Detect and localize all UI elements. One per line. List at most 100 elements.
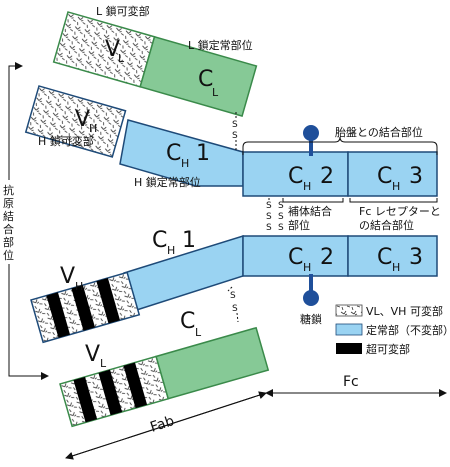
svg-text:H: H	[303, 180, 311, 193]
svg-text:C: C	[377, 164, 392, 189]
complement-binding-bracket	[282, 198, 344, 203]
svg-text:V: V	[75, 107, 90, 132]
fab-range: Fab	[65, 391, 267, 460]
ss-bond-lower-lh: S S	[227, 286, 239, 323]
lower-heavy-chain	[30, 271, 141, 344]
ss-bond-hinge-2: S S S	[278, 201, 284, 233]
sugar-chain-upper	[303, 125, 319, 156]
fc-receptor-bracket	[349, 198, 438, 203]
svg-text:H: H	[392, 261, 400, 274]
domain-label-upper-ch3: C H 3	[377, 164, 423, 193]
svg-text:H: H	[75, 280, 83, 293]
svg-text:S: S	[232, 131, 238, 141]
svg-text:L: L	[118, 52, 125, 65]
legend-item-hypervariable: 超可変部	[336, 342, 410, 356]
svg-text:1: 1	[196, 141, 210, 166]
disulfide-bonds: S S S S S S S S S S	[227, 112, 284, 323]
svg-text:H: H	[392, 180, 400, 193]
svg-text:S: S	[266, 212, 272, 222]
svg-text:S: S	[230, 291, 236, 301]
svg-text:C: C	[198, 67, 213, 92]
lower-vh-hypervariable-1	[46, 292, 71, 338]
antigen-binding-site-label: 抗原結合部位	[3, 183, 14, 262]
svg-text:2: 2	[320, 245, 334, 270]
upper-vh-region	[24, 85, 127, 158]
sugar-chain-label: 糖鎖	[300, 312, 322, 326]
lower-vh-hypervariable-2	[71, 285, 96, 331]
lower-vh-hypervariable-3	[96, 277, 121, 324]
svg-text:S: S	[266, 223, 272, 233]
placenta-binding-brace	[242, 136, 438, 155]
svg-text:V: V	[60, 264, 75, 289]
svg-text:定常部（不変部）: 定常部（不変部）	[366, 323, 450, 337]
upper-ch3-region	[347, 151, 438, 197]
domain-label-upper-vl: V L	[105, 37, 125, 65]
upper-cl-region	[139, 35, 258, 117]
svg-text:H: H	[89, 122, 97, 135]
complement-binding-label-1: 補体結合	[288, 204, 332, 218]
fc-receptor-binding-label-1: Fc レセプターと	[359, 205, 441, 218]
upper-fab-arm	[24, 11, 258, 187]
domain-label-lower-vl: V L	[85, 342, 107, 370]
lower-vl-hypervariable-2	[98, 369, 123, 416]
upper-ch2-region	[242, 151, 349, 197]
svg-text:S: S	[278, 201, 284, 211]
svg-text:S: S	[232, 304, 238, 314]
svg-text:H: H	[167, 244, 175, 257]
upper-light-chain	[52, 11, 258, 117]
complement-binding-label-2: 部位	[288, 218, 310, 232]
lower-vl-hypervariable-3	[123, 362, 148, 409]
lower-cl-region	[155, 326, 270, 400]
svg-text:C: C	[166, 141, 181, 166]
svg-text:L: L	[100, 357, 107, 370]
sugar-icon	[303, 125, 319, 141]
svg-text:1: 1	[182, 228, 196, 253]
svg-text:C: C	[288, 164, 303, 189]
domain-label-upper-cl: C L	[198, 67, 219, 99]
domain-label-lower-ch2: C H 2	[288, 245, 334, 274]
upper-heavy-chain	[24, 85, 127, 158]
svg-text:C: C	[152, 228, 167, 253]
svg-text:VL、VH 可変部: VL、VH 可変部	[366, 304, 443, 318]
svg-text:S: S	[232, 120, 238, 130]
domain-label-upper-ch1: C H 1	[166, 141, 210, 170]
legend: VL、VH 可変部 定常部（不変部） 超可変部	[335, 304, 450, 356]
svg-text:H: H	[181, 157, 189, 170]
domain-label-lower-ch1: C H 1	[152, 228, 196, 257]
ss-bond-upper-lh: S S	[232, 112, 238, 150]
lower-fab-arm	[30, 234, 270, 428]
svg-text:S: S	[266, 201, 272, 211]
upper-ch1-region	[119, 119, 244, 187]
sugar-chain-lower	[303, 274, 319, 306]
fc-label: Fc	[343, 374, 359, 390]
svg-text:H: H	[303, 261, 311, 274]
legend-item-constant: 定常部（不変部）	[335, 323, 450, 337]
svg-text:S: S	[278, 212, 284, 222]
domain-label-upper-ch2: C H 2	[288, 164, 334, 193]
legend-item-variable: VL、VH 可変部	[335, 304, 443, 318]
domain-label-lower-vh: V H	[60, 264, 83, 293]
domain-label-lower-ch3: C H 3	[377, 245, 423, 274]
lower-ch3-region	[347, 235, 438, 277]
sugar-icon	[303, 290, 319, 306]
svg-text:超可変部: 超可変部	[366, 342, 410, 356]
l-chain-constant-label: L 鎖定常部位	[188, 38, 253, 52]
svg-text:L: L	[212, 86, 219, 99]
ss-bond-hinge-1: S S S	[266, 198, 272, 233]
lower-vl-hypervariable-1	[73, 376, 98, 423]
svg-text:2: 2	[320, 164, 334, 189]
svg-text:C: C	[377, 245, 392, 270]
svg-text:L: L	[195, 326, 202, 339]
domain-label-upper-vh: V H	[75, 107, 97, 135]
fab-label: Fab	[148, 413, 176, 436]
svg-text:C: C	[180, 309, 195, 334]
l-chain-variable-label: L 鎖可変部	[96, 4, 150, 18]
h-chain-constant-label: H 鎖定常部位	[134, 175, 201, 189]
svg-text:S: S	[278, 223, 284, 233]
lower-light-chain	[59, 326, 270, 428]
placenta-binding-label: 胎盤との結合部位	[335, 125, 423, 139]
fc-receptor-binding-label-2: の結合部位	[359, 218, 414, 232]
svg-text:3: 3	[409, 245, 423, 270]
